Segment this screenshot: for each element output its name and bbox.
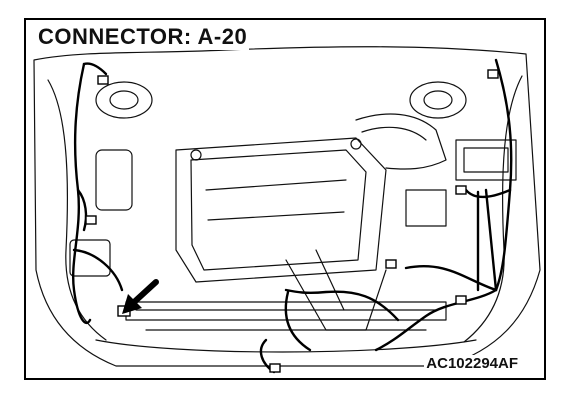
strut-tower-right [409, 81, 467, 119]
inner-fender-right [463, 75, 523, 343]
strut-tower-left [95, 81, 153, 119]
figure-code: AC102294AF [424, 355, 520, 372]
battery [455, 139, 517, 181]
connector-title: CONNECTOR: A-20 [36, 24, 250, 50]
front-bumper [95, 339, 477, 353]
connector-pointer-arrow [122, 279, 159, 314]
washer-tank [95, 149, 133, 211]
hood-outline [33, 46, 541, 367]
inner-fender-left [47, 79, 107, 341]
engine-cover [175, 137, 387, 283]
relay-box [405, 189, 447, 227]
intake-pipe [355, 113, 447, 170]
harness-left [72, 62, 92, 325]
engine-bay-illustration [33, 46, 541, 374]
diagram-frame: CONNECTOR: A-20 [24, 18, 546, 380]
harness-front [374, 288, 498, 352]
